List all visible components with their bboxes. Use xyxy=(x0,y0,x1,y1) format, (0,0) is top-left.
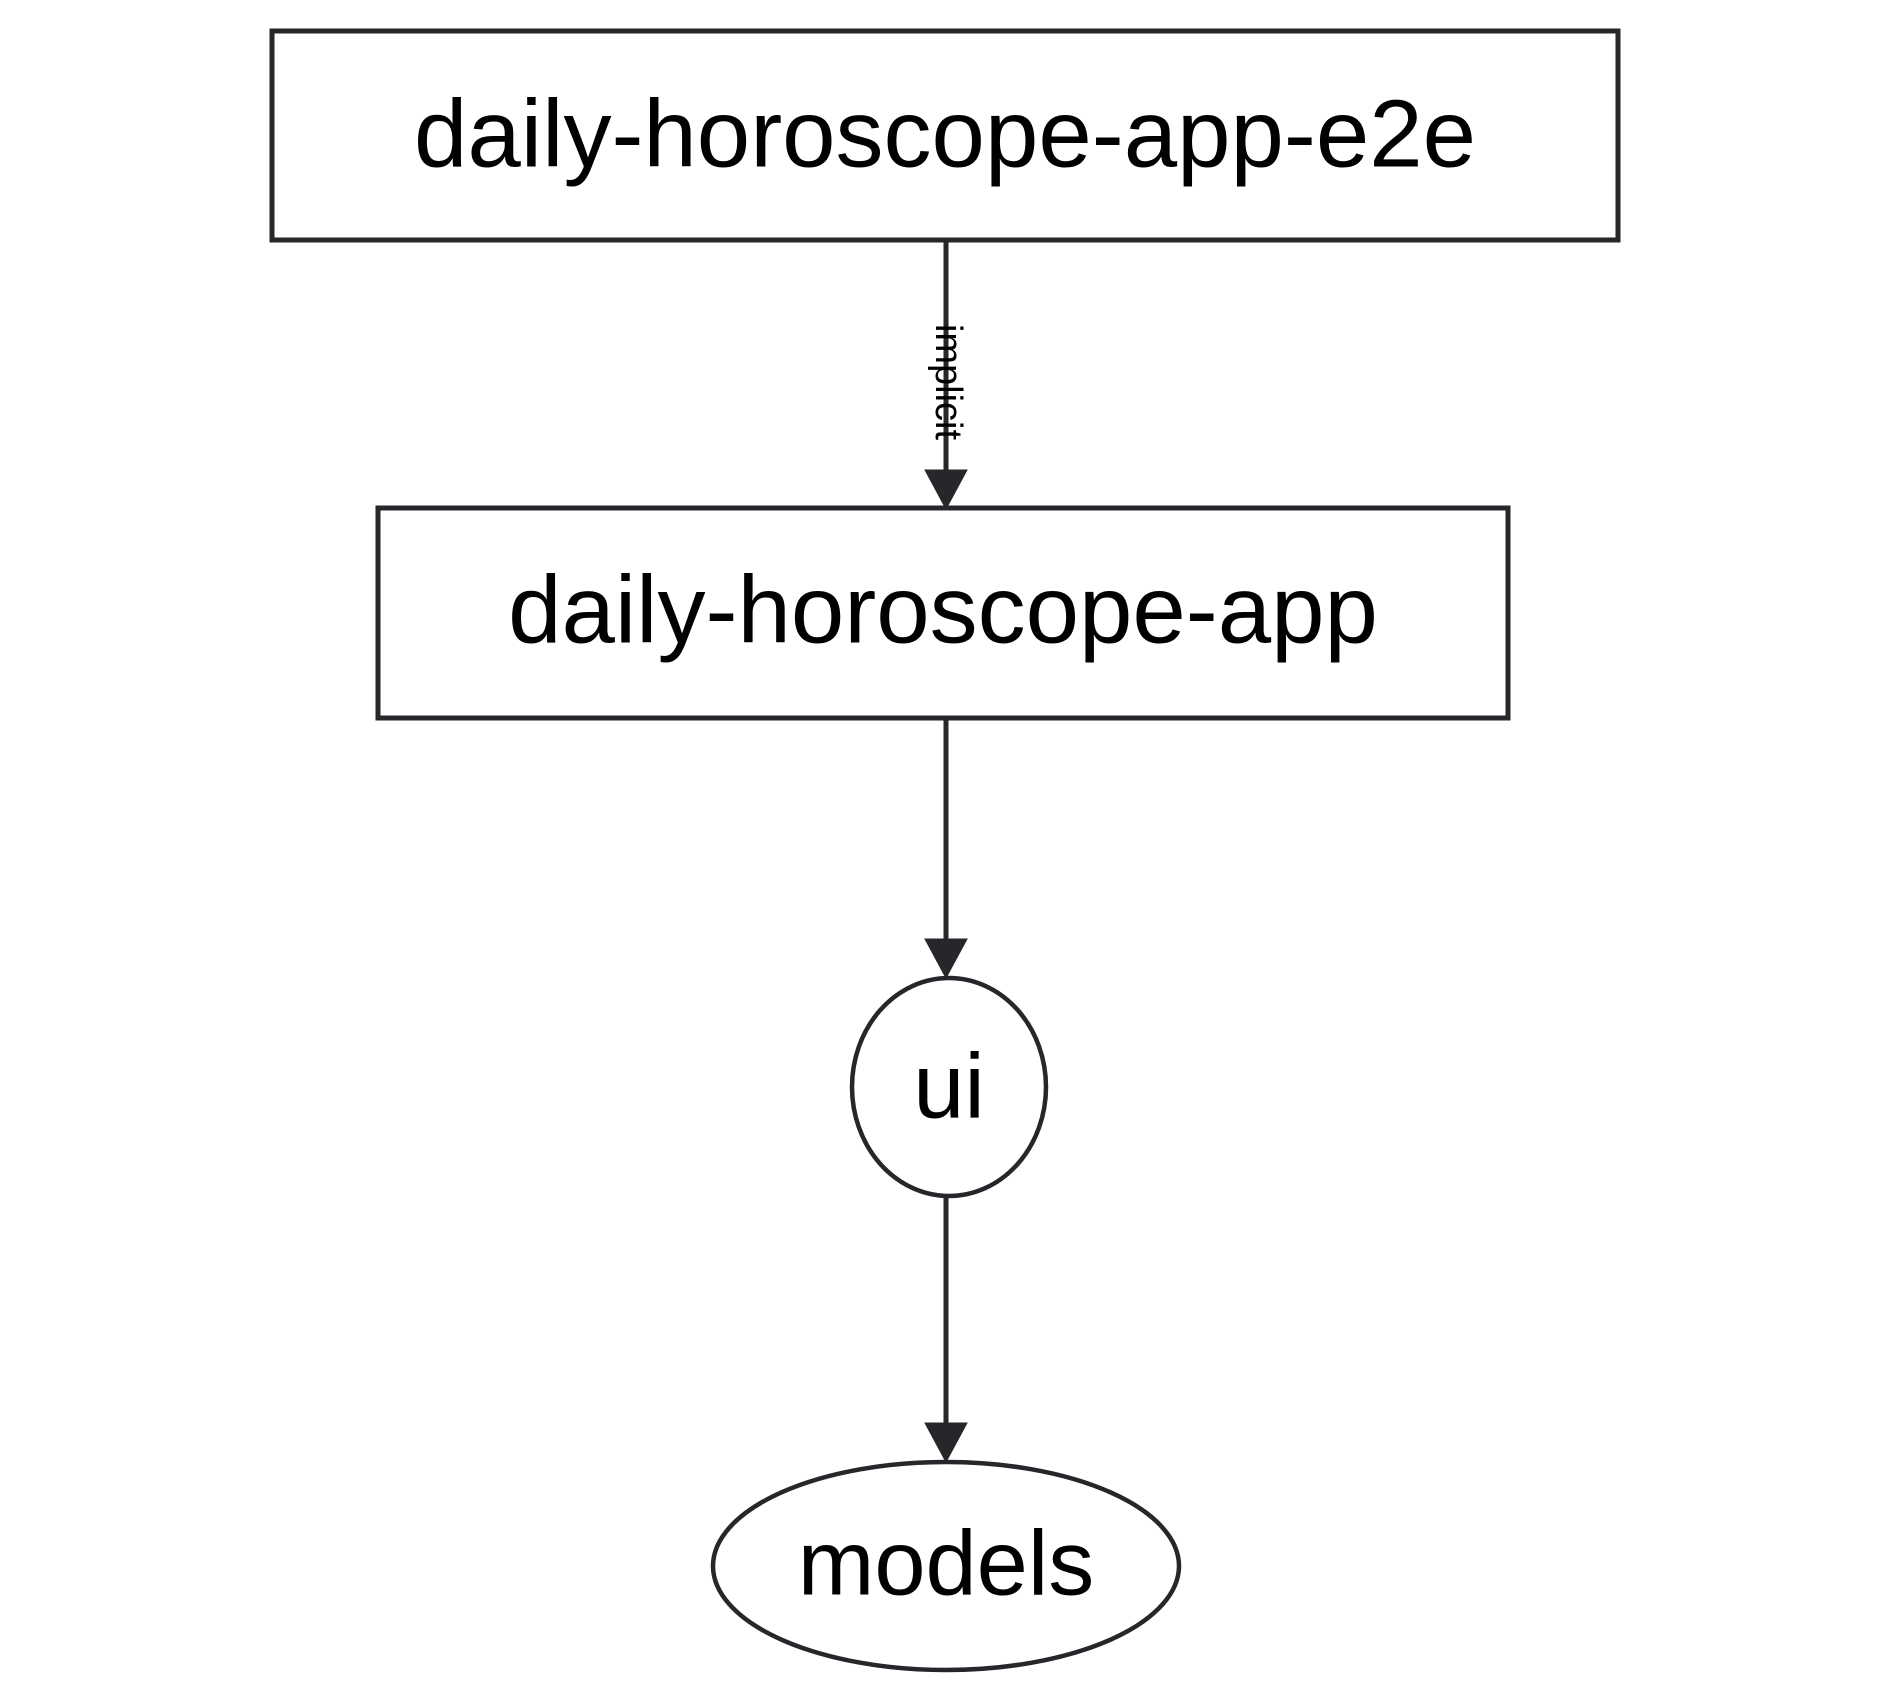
node-daily-horoscope-app-rect xyxy=(375,505,1511,721)
node-ui-label: ui xyxy=(913,1035,985,1137)
edge-e2e-to-app[interactable]: implicit xyxy=(924,241,969,511)
edge-ui-to-models[interactable] xyxy=(924,1196,968,1464)
node-daily-horoscope-app-label: daily-horoscope-app xyxy=(508,556,1378,663)
node-daily-horoscope-app-e2e-rect xyxy=(269,28,1621,243)
node-models[interactable]: models xyxy=(710,1459,1182,1673)
edge-e2e-to-app-arrowhead xyxy=(924,469,968,511)
edge-label-implicit: implicit xyxy=(927,324,969,441)
node-daily-horoscope-app-e2e-label: daily-horoscope-app-e2e xyxy=(414,80,1476,187)
node-daily-horoscope-app[interactable]: daily-horoscope-app xyxy=(375,505,1511,721)
node-daily-horoscope-app-e2e[interactable]: daily-horoscope-app-e2e xyxy=(269,28,1621,243)
edge-ui-to-models-arrowhead xyxy=(924,1422,968,1464)
node-ui-ellipse xyxy=(849,975,1049,1199)
edge-app-to-ui-arrowhead xyxy=(924,938,968,980)
edge-app-to-ui[interactable] xyxy=(924,719,968,980)
node-ui[interactable]: ui xyxy=(849,975,1049,1199)
node-models-ellipse xyxy=(710,1459,1182,1673)
node-models-label: models xyxy=(798,1512,1095,1614)
